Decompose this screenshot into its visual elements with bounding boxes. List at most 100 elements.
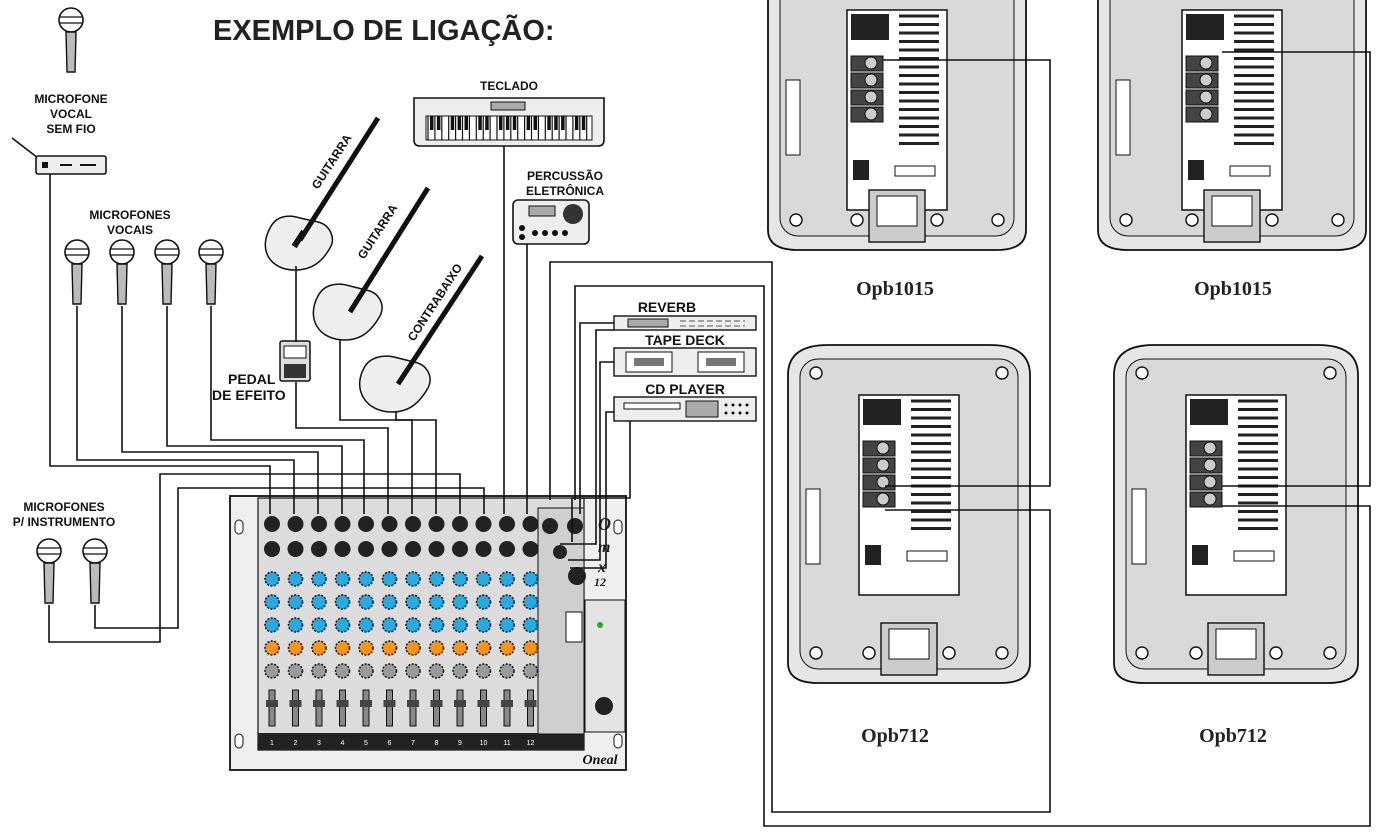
channel-knob[interactable] <box>405 617 421 633</box>
channel-knob[interactable] <box>475 617 492 633</box>
channel-knob[interactable] <box>264 594 280 610</box>
channel-knob[interactable] <box>334 571 351 587</box>
channel-knob[interactable] <box>475 571 492 587</box>
effect-pedal <box>279 340 311 382</box>
channel-knob[interactable] <box>264 640 280 656</box>
mixer-model-4: 12 <box>594 575 606 589</box>
mixer-channel-strip: 3 <box>311 516 327 747</box>
keyboard-label: TECLADO <box>480 79 538 93</box>
channel-fader[interactable] <box>454 700 466 707</box>
channel-knob[interactable] <box>358 640 374 656</box>
page-title: EXEMPLO DE LIGAÇÃO: <box>213 13 555 47</box>
channel-fader[interactable] <box>501 700 513 707</box>
wireless-mic-label-2: VOCAL <box>50 107 92 121</box>
speakers <box>767 0 1367 684</box>
mixer-channel-strip: 2 <box>287 516 304 747</box>
channel-knob[interactable] <box>475 663 492 679</box>
channel-fader[interactable] <box>430 700 443 707</box>
cd-player-label: CD PLAYER <box>645 381 725 397</box>
channel-knob[interactable] <box>499 617 515 633</box>
channel-knob[interactable] <box>522 594 539 610</box>
channel-fader[interactable] <box>313 700 325 707</box>
channel-knob[interactable] <box>405 640 421 656</box>
channel-fader[interactable] <box>336 700 349 707</box>
channel-knob[interactable] <box>428 663 445 679</box>
speaker-3-name: Opb712 <box>861 725 929 747</box>
speaker-2-name: Opb1015 <box>1194 278 1272 300</box>
channel-knob[interactable] <box>522 617 539 633</box>
channel-knob[interactable] <box>499 640 515 656</box>
channel-knob[interactable] <box>381 594 398 610</box>
channel-knob[interactable] <box>452 640 468 656</box>
channel-knob[interactable] <box>311 594 327 610</box>
mixer-brand: Oneal <box>583 753 618 768</box>
channel-number: 9 <box>458 740 462 747</box>
channel-fader[interactable] <box>289 700 302 707</box>
channel-knob[interactable] <box>381 663 398 679</box>
channel-knob[interactable] <box>499 663 515 679</box>
reverb-label: REVERB <box>638 299 696 315</box>
channel-knob[interactable] <box>452 617 468 633</box>
channel-knob[interactable] <box>358 617 374 633</box>
guitar-2: GUITARRA <box>312 186 431 341</box>
speaker-cabinet <box>1113 344 1359 684</box>
channel-knob[interactable] <box>358 571 374 587</box>
channel-knob[interactable] <box>311 663 327 679</box>
channel-knob[interactable] <box>452 663 468 679</box>
guitar-2-label: GUITARRA <box>355 201 401 261</box>
channel-knob[interactable] <box>522 663 539 679</box>
channel-knob[interactable] <box>475 640 492 656</box>
channel-knob[interactable] <box>287 640 304 656</box>
channel-knob[interactable] <box>381 571 398 587</box>
channel-knob[interactable] <box>334 617 351 633</box>
channel-knob[interactable] <box>334 594 351 610</box>
channel-knob[interactable] <box>405 571 421 587</box>
speaker-1-name: Opb1015 <box>856 278 934 300</box>
channel-fader[interactable] <box>360 700 372 707</box>
channel-knob[interactable] <box>405 594 421 610</box>
channel-fader[interactable] <box>383 700 396 707</box>
channel-knob[interactable] <box>334 663 351 679</box>
channel-knob[interactable] <box>499 571 515 587</box>
channel-knob[interactable] <box>428 640 445 656</box>
channel-knob[interactable] <box>311 571 327 587</box>
reverb-unit <box>613 315 757 331</box>
channel-knob[interactable] <box>428 571 445 587</box>
channel-fader[interactable] <box>266 700 278 707</box>
pedal-label-1: PEDAL <box>228 371 276 387</box>
instrument-mics-label-1: MICROFONES <box>23 500 104 514</box>
channel-knob[interactable] <box>452 571 468 587</box>
instrument-microphones <box>36 538 108 604</box>
channel-fader[interactable] <box>477 700 490 707</box>
vocal-mics-label-2: VOCAIS <box>107 223 153 237</box>
channel-number: 4 <box>341 740 345 747</box>
channel-knob[interactable] <box>381 640 398 656</box>
channel-knob[interactable] <box>381 617 398 633</box>
channel-knob[interactable] <box>264 663 280 679</box>
mixer-channel-strip: 5 <box>358 516 374 747</box>
tape-deck-label: TAPE DECK <box>645 332 725 348</box>
channel-knob[interactable] <box>311 640 327 656</box>
channel-knob[interactable] <box>287 594 304 610</box>
channel-knob[interactable] <box>405 663 421 679</box>
channel-knob[interactable] <box>334 640 351 656</box>
channel-fader[interactable] <box>524 700 537 707</box>
channel-knob[interactable] <box>522 640 539 656</box>
channel-knob[interactable] <box>287 571 304 587</box>
channel-knob[interactable] <box>522 571 539 587</box>
channel-knob[interactable] <box>264 617 280 633</box>
channel-knob[interactable] <box>428 594 445 610</box>
channel-knob[interactable] <box>452 594 468 610</box>
channel-knob[interactable] <box>287 663 304 679</box>
channel-knob[interactable] <box>264 571 280 587</box>
wireless-mic-label-3: SEM FIO <box>46 122 95 136</box>
percussion-label-2: ELETRÔNICA <box>526 183 604 198</box>
channel-knob[interactable] <box>475 594 492 610</box>
channel-knob[interactable] <box>311 617 327 633</box>
channel-knob[interactable] <box>428 617 445 633</box>
channel-knob[interactable] <box>358 663 374 679</box>
channel-knob[interactable] <box>358 594 374 610</box>
channel-fader[interactable] <box>407 700 419 707</box>
channel-knob[interactable] <box>287 617 304 633</box>
channel-knob[interactable] <box>499 594 515 610</box>
